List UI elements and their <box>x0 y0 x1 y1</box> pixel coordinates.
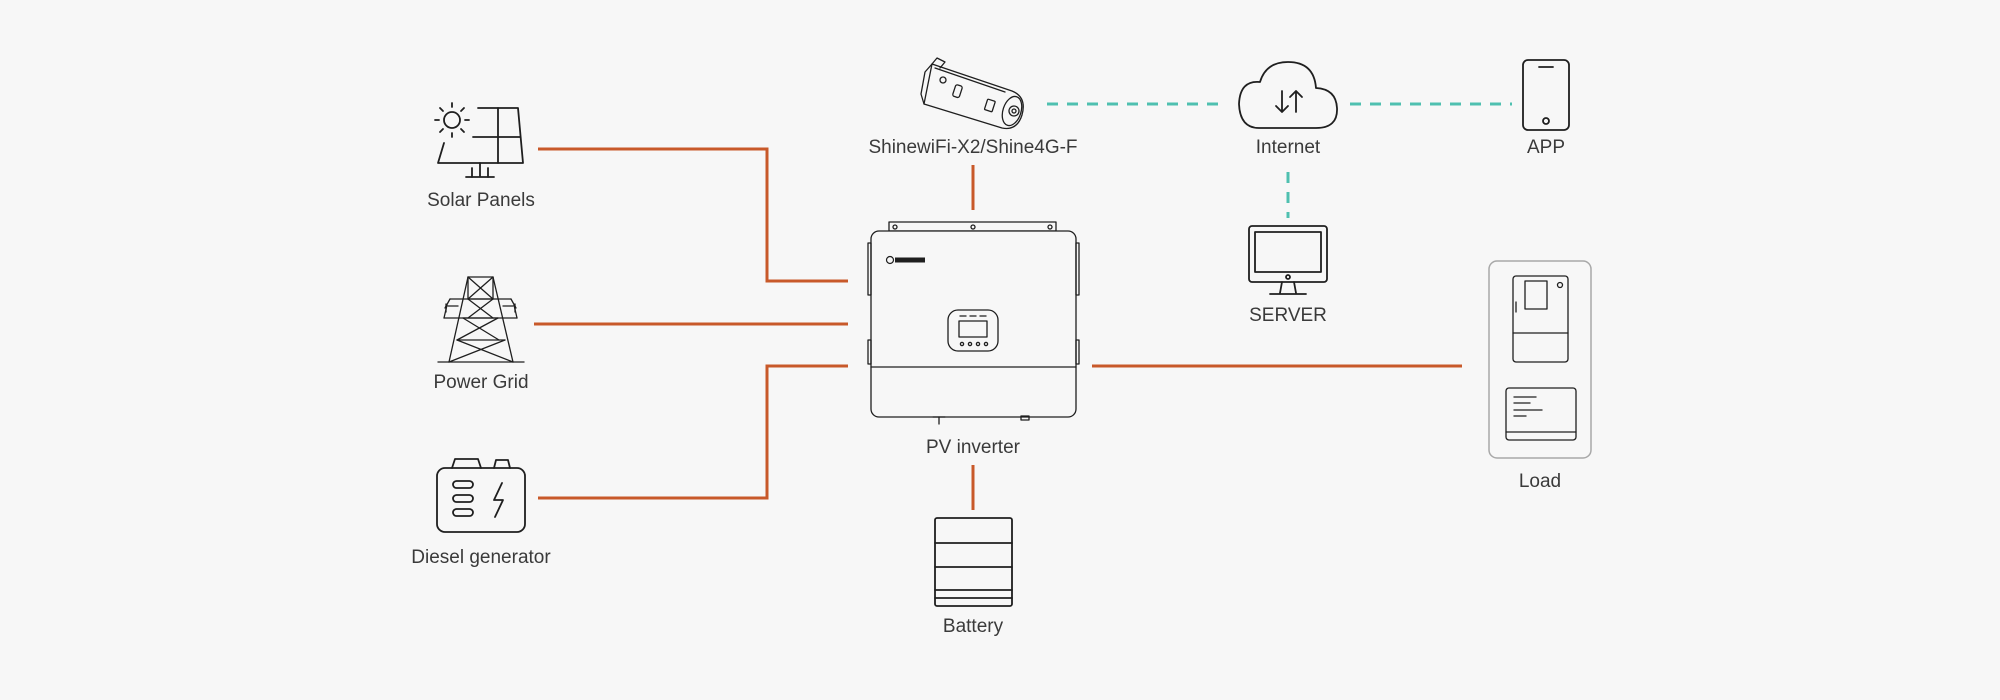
power-grid-node: Power Grid <box>433 276 529 393</box>
battery-icon <box>934 517 1013 607</box>
internet-node: Internet <box>1238 61 1338 158</box>
connections <box>534 102 1512 510</box>
load-frame <box>1488 260 1592 459</box>
internet-label: Internet <box>1256 137 1321 158</box>
battery-label: Battery <box>943 616 1004 637</box>
shinewifi-label: ShinewiFi-X2/Shine4G-F <box>868 137 1077 158</box>
monitor-icon <box>1248 225 1328 295</box>
line-solar-to-inverter <box>538 147 848 283</box>
load-node: Load <box>1488 260 1592 492</box>
smartphone-icon <box>1522 59 1570 131</box>
wifi-dongle-icon <box>920 57 1024 130</box>
shinewifi-node: ShinewiFi-X2/Shine4G-F <box>868 57 1078 158</box>
power-tower-icon <box>437 276 525 363</box>
generator-icon <box>436 458 526 533</box>
inverter-icon <box>867 221 1080 425</box>
load-label: Load <box>1519 471 1561 492</box>
battery-node: Battery <box>934 517 1013 637</box>
inverter-brand-logo <box>885 255 925 265</box>
power-grid-label: Power Grid <box>433 372 528 393</box>
app-node: APP <box>1522 59 1570 158</box>
server-label: SERVER <box>1249 305 1327 326</box>
solar-panel-icon <box>434 102 524 178</box>
cloud-icon <box>1238 61 1338 129</box>
diesel-generator-label: Diesel generator <box>411 547 551 568</box>
app-label: APP <box>1527 137 1565 158</box>
solar-panels-label: Solar Panels <box>427 190 535 211</box>
solar-panels-node: Solar Panels <box>427 102 535 211</box>
pv-inverter-node: PV inverter <box>867 221 1080 458</box>
fridge-icon <box>1512 275 1569 363</box>
diesel-generator-node: Diesel generator <box>411 458 551 568</box>
appliance-icon <box>1505 387 1577 441</box>
pv-inverter-label: PV inverter <box>926 437 1021 458</box>
line-generator-to-inverter <box>538 364 848 500</box>
server-node: SERVER <box>1248 225 1328 326</box>
